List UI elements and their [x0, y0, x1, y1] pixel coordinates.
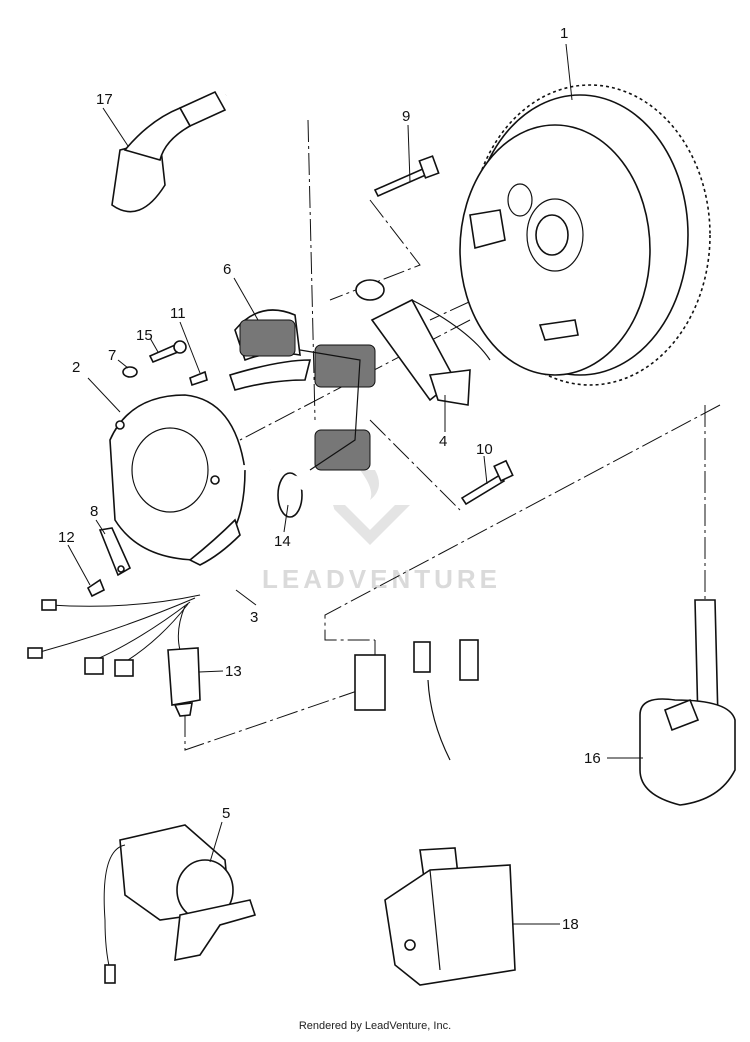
watermark: LEADVENTURE — [262, 470, 501, 594]
wire-clamp — [98, 527, 132, 577]
callout-1: 1 — [560, 25, 568, 42]
callout-14: 14 — [274, 533, 291, 550]
callout-15: 15 — [136, 327, 153, 344]
callout-7: 7 — [108, 347, 116, 364]
screw-9 — [373, 155, 440, 198]
callout-18: 18 — [562, 916, 579, 933]
callout-5: 5 — [222, 805, 230, 822]
stator-plate — [109, 394, 271, 566]
callout-16: 16 — [584, 750, 601, 767]
screw-10 — [460, 459, 514, 506]
stator — [228, 309, 376, 471]
screw-15 — [148, 340, 187, 364]
footer-credit: Rendered by LeadVenture, Inc. — [298, 1020, 452, 1032]
pulser-coil — [355, 279, 491, 406]
callout-4: 4 — [439, 433, 447, 450]
screw-11 — [189, 370, 208, 387]
callout-2: 2 — [72, 359, 80, 376]
connector — [167, 647, 201, 717]
callout-11: 11 — [170, 305, 186, 322]
callout-10: 10 — [476, 441, 493, 458]
cdi-unit — [354, 639, 516, 986]
watermark-text: LEADVENTURE — [262, 564, 501, 594]
callout-8: 8 — [90, 503, 98, 520]
wire-harness — [27, 474, 336, 677]
screw-12 — [86, 578, 106, 598]
callout-12: 12 — [58, 529, 75, 546]
callout-13: 13 — [225, 663, 242, 680]
callouts: 1 2 3 4 5 6 7 8 9 10 11 12 13 14 15 16 1… — [58, 25, 601, 933]
leader-lines — [67, 43, 643, 925]
flywheel — [459, 84, 711, 386]
starter-relay — [103, 824, 257, 984]
callout-6: 6 — [223, 261, 231, 278]
callout-9: 9 — [402, 108, 410, 125]
spark-plug-cap — [111, 49, 311, 213]
ignition-coil — [639, 599, 736, 806]
callout-3: 3 — [250, 609, 258, 626]
callout-17: 17 — [96, 91, 113, 108]
washer-7 — [122, 366, 138, 378]
